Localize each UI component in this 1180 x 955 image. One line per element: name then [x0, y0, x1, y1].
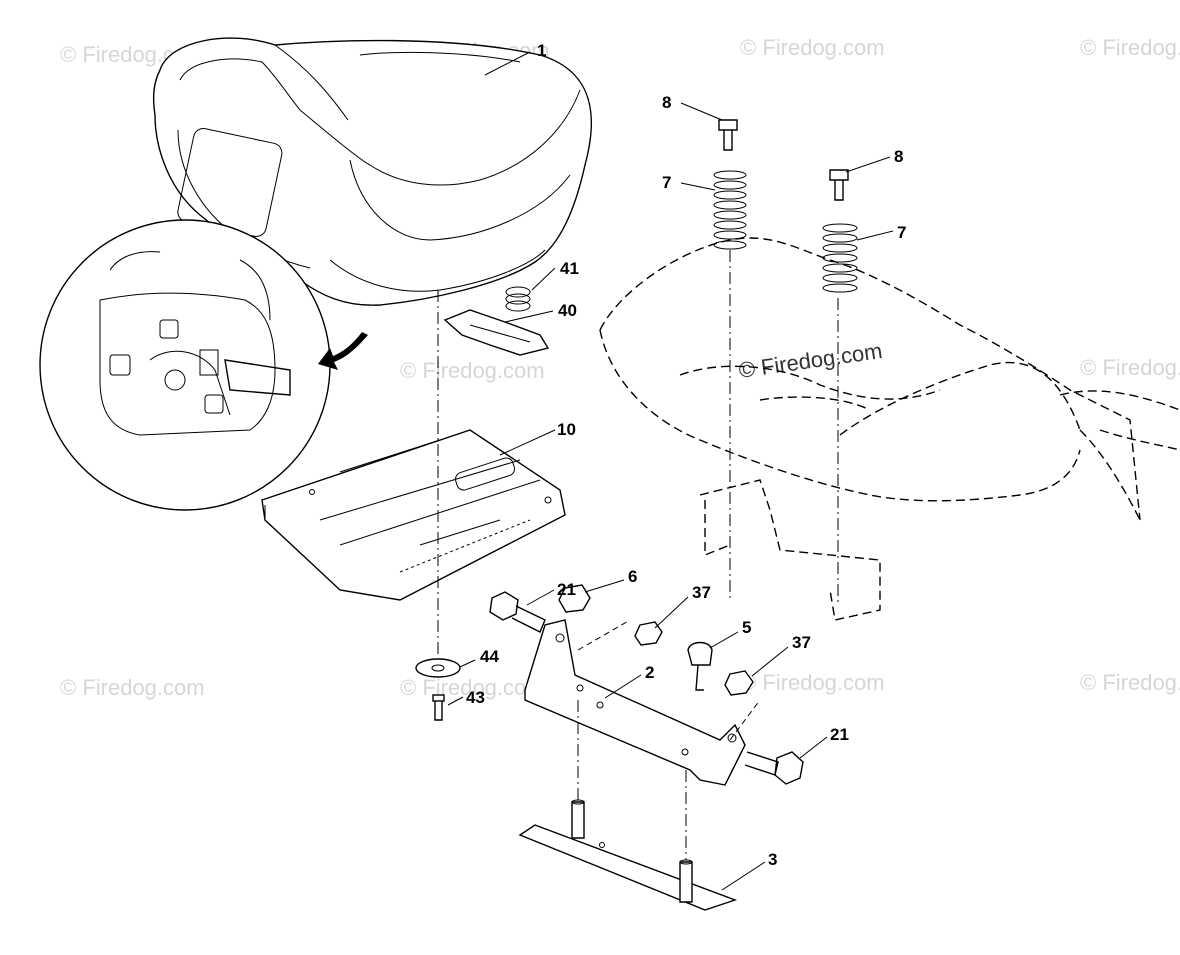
watermark: © Firedog.com: [1080, 355, 1180, 380]
fender-drawing: [599, 237, 1180, 621]
part-label-40: 40: [558, 301, 577, 320]
springs-bolts-drawing: [713, 119, 858, 605]
part-label-5: 5: [742, 618, 751, 637]
part-label-7: 7: [897, 223, 906, 242]
seat-drawing: [152, 37, 593, 306]
part-label-8: 8: [894, 147, 903, 166]
part-label-37: 37: [692, 583, 711, 602]
curved-arrow-icon: [318, 332, 368, 370]
spring-clip-drawing: [443, 286, 550, 356]
part-labels: 1 8 7 8 7 41 40 10 21 6 37 5 37 2 44 43 …: [466, 41, 906, 869]
part-label-43: 43: [466, 688, 485, 707]
part-label-41: 41: [560, 259, 579, 278]
part-label-21: 21: [830, 725, 849, 744]
watermark: © Firedog.com: [1080, 670, 1180, 695]
part-label-2: 2: [645, 663, 654, 682]
detail-inset: [39, 219, 331, 511]
washer-bolt-drawing: [415, 658, 461, 721]
part-label-8: 8: [662, 93, 671, 112]
part-label-7: 7: [662, 173, 671, 192]
part-label-37: 37: [792, 633, 811, 652]
watermark: © Firedog.com: [740, 670, 885, 695]
bracket-drawing: [489, 584, 804, 786]
watermark-dark: © Firedog.com: [737, 338, 884, 383]
part-label-1: 1: [537, 41, 546, 60]
watermark: © Firedog.com: [400, 358, 545, 383]
leader-lines: [447, 51, 894, 891]
seat-pan-drawing: [261, 429, 566, 601]
watermark: © Firedog.com: [1080, 35, 1180, 60]
part-label-3: 3: [768, 850, 777, 869]
part-label-10: 10: [557, 420, 576, 439]
watermark: © Firedog.com: [740, 35, 885, 60]
part-label-44: 44: [480, 647, 499, 666]
part-label-6: 6: [628, 567, 637, 586]
part-label-21: 21: [557, 580, 576, 599]
base-plate-drawing: [518, 700, 738, 911]
watermark: © Firedog.com: [60, 675, 205, 700]
watermark: © Firedog.com: [400, 675, 545, 700]
